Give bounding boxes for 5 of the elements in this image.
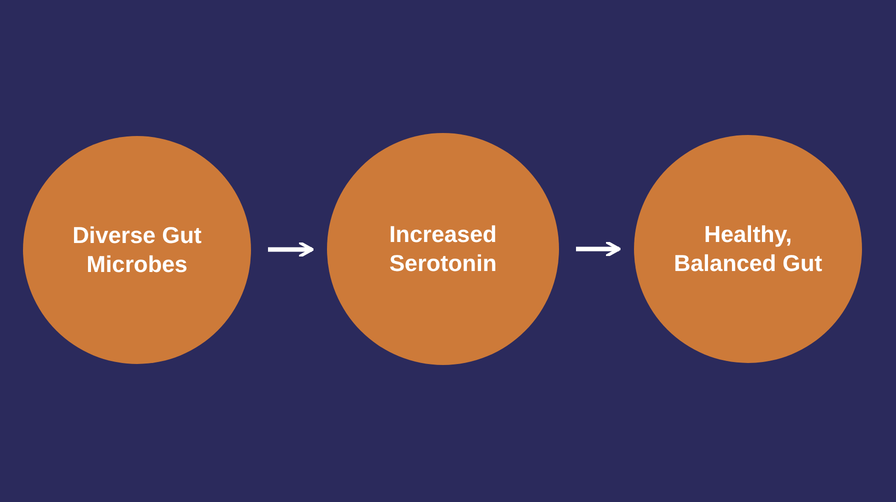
node-label: Diverse Gut Microbes (71, 221, 203, 279)
node-label: Healthy, Balanced Gut (672, 220, 824, 278)
arrow (268, 241, 314, 258)
node-label: Increased Serotonin (388, 220, 498, 278)
arrow (576, 240, 621, 258)
